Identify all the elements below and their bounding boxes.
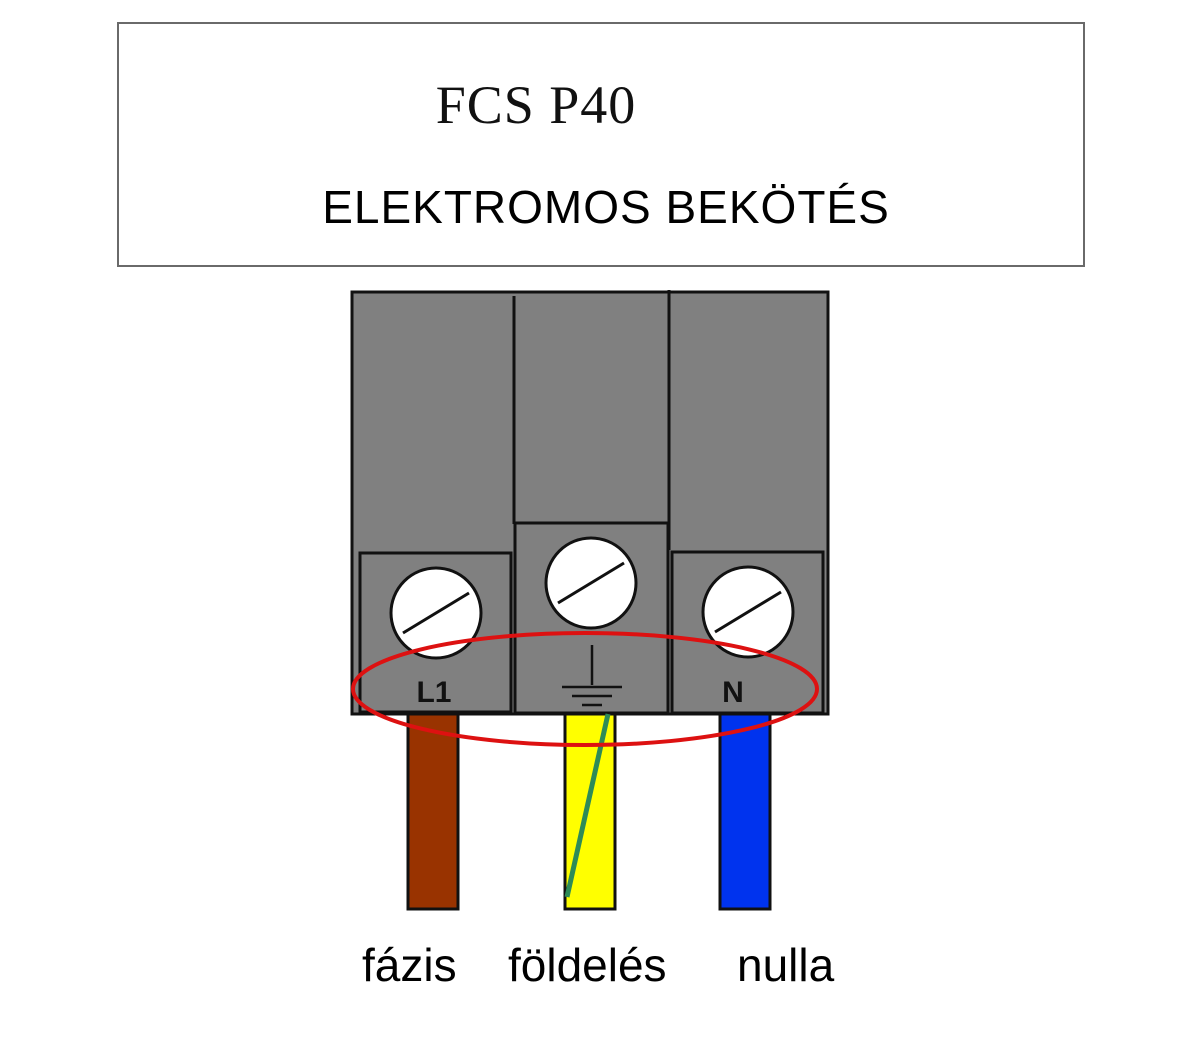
wire-neutral <box>718 712 772 911</box>
diagram-subtitle: ELEKTROMOS BEKÖTÉS <box>322 181 890 233</box>
wire-label-neutral: nulla <box>737 939 835 991</box>
highlight-ellipse <box>351 631 819 747</box>
screw-icon <box>389 566 483 660</box>
ground-icon <box>562 645 622 707</box>
wire-label-phase: fázis <box>362 939 457 991</box>
screw-icon <box>701 565 795 659</box>
wire-label-ground: földelés <box>508 939 667 991</box>
screw-icon <box>544 536 638 630</box>
terminal-label-n: N <box>722 676 744 709</box>
terminal-l1: L1 <box>358 551 513 714</box>
terminal-ground <box>513 521 670 715</box>
terminal-label-l1: L1 <box>416 676 451 709</box>
terminal-n: N <box>670 550 825 715</box>
title-box: FCS P40 ELEKTROMOS BEKÖTÉS <box>117 22 1085 267</box>
wire-phase <box>406 712 460 911</box>
model-name: FCS P40 <box>435 75 637 135</box>
